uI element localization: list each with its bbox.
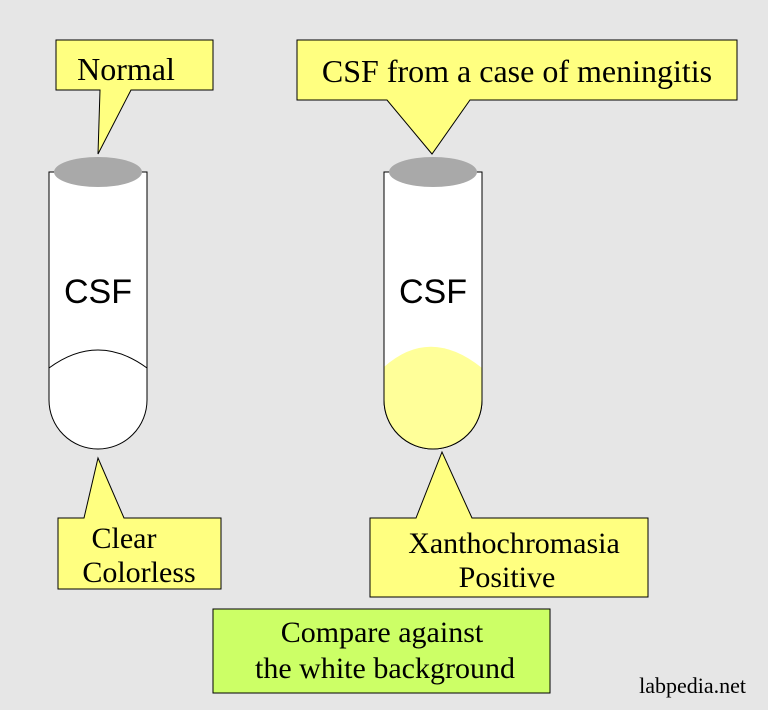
note-box: Compare against the white background <box>212 608 551 694</box>
normal-csf-tube: CSF <box>48 157 148 450</box>
tube-body <box>48 171 148 450</box>
note-line-2: the white background <box>255 652 515 685</box>
meniscus-line <box>48 349 148 369</box>
clear-colorless-callout: Clear Colorless <box>57 456 222 590</box>
xanthochromic-fluid <box>384 346 482 449</box>
tube-label: CSF <box>64 273 132 311</box>
tube-label: CSF <box>399 273 467 311</box>
callout-line-2: Positive <box>459 561 556 594</box>
xanthochromasia-callout: Xanthochromasia Positive <box>369 450 649 598</box>
meningitis-csf-tube: CSF <box>383 157 483 450</box>
note-line-1: Compare against <box>281 616 484 649</box>
callout-text: Normal <box>77 51 175 87</box>
callout-line-1: Clear <box>92 522 157 555</box>
callout-line-1: Xanthochromasia <box>408 527 620 560</box>
tube-cap <box>389 157 477 187</box>
callout-text: CSF from a case of meningitis <box>322 53 712 89</box>
callout-line-2: Colorless <box>82 556 195 589</box>
normal-callout: Normal <box>55 39 214 155</box>
tube-outline <box>383 172 483 450</box>
credit-text: labpedia.net <box>639 673 746 698</box>
tube-cap <box>54 157 142 187</box>
meningitis-callout: CSF from a case of meningitis <box>296 39 738 155</box>
